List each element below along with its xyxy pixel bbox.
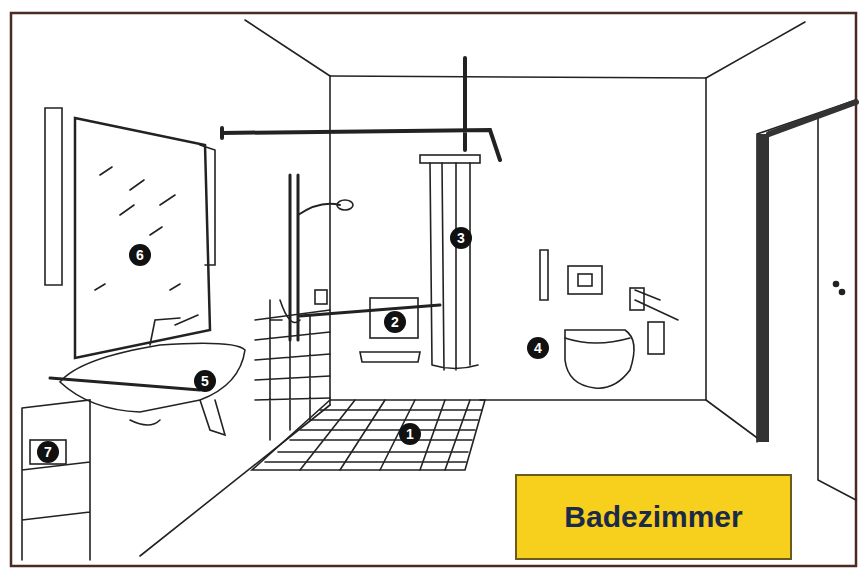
callout-number: 2 xyxy=(384,311,406,333)
room-label: Badezimmer xyxy=(564,500,742,534)
title-box: Badezimmer xyxy=(515,474,792,560)
callout-number: 4 xyxy=(527,337,549,359)
callout-number: 3 xyxy=(450,227,472,249)
callout-number: 6 xyxy=(129,244,151,266)
callout-number: 7 xyxy=(37,441,59,463)
callout-number: 1 xyxy=(399,423,421,445)
callout-number: 5 xyxy=(194,370,216,392)
